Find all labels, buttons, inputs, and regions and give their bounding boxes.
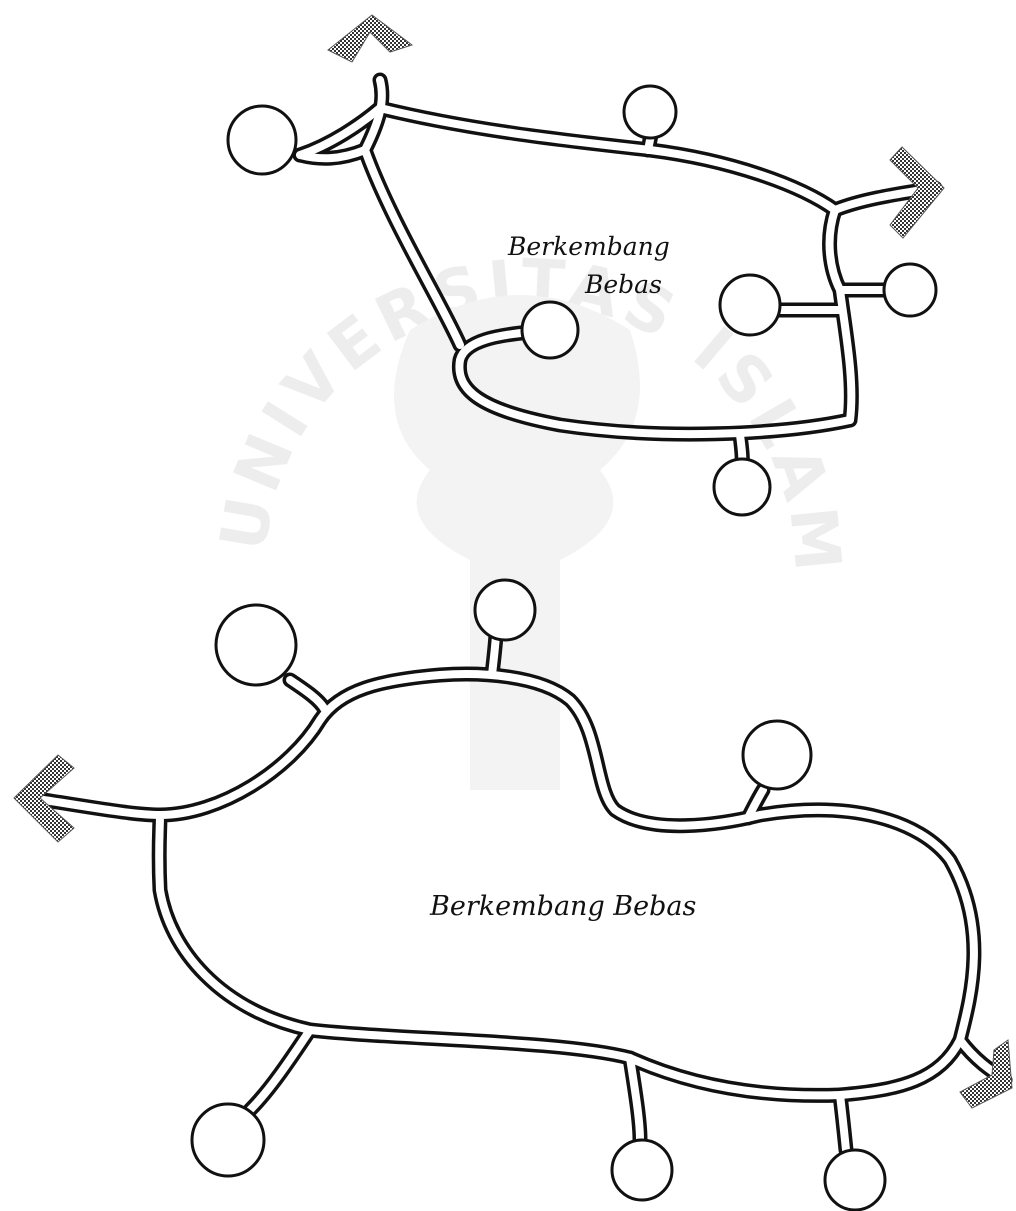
bottom-road-rendering — [22, 627, 1013, 1158]
top-cluster-node — [622, 84, 678, 140]
bottom-cluster-node — [610, 1138, 674, 1202]
top-cluster-node — [882, 262, 938, 318]
bottom-cluster-node — [823, 1148, 887, 1211]
bottom-settlement-diagram: Berkembang Bebas — [13, 578, 1013, 1211]
top-cluster-node — [718, 273, 782, 337]
top-road-fill — [296, 146, 369, 163]
top-road-fill — [455, 328, 854, 439]
top-label-line-2: Bebas — [584, 270, 662, 299]
top-arrow-east-icon — [889, 146, 945, 239]
top-road-fill — [296, 104, 384, 159]
bottom-cluster-node — [214, 603, 298, 687]
bottom-road-fill — [744, 786, 767, 822]
top-label-line-1: Berkembang — [507, 232, 670, 261]
top-road-fill — [376, 104, 839, 214]
bottom-road-fill — [836, 1091, 850, 1154]
bottom-cluster-node — [741, 719, 813, 791]
bottom-cluster-node — [190, 1102, 266, 1178]
bottom-label: Berkembang Bebas — [429, 891, 696, 922]
bottom-arrow-west-icon — [13, 754, 75, 843]
top-settlement-diagram: Berkembang Bebas — [226, 14, 945, 517]
bottom-road-fill — [286, 676, 329, 714]
top-cluster-node — [226, 104, 298, 176]
bottom-road-fill — [246, 1026, 314, 1114]
bottom-road-fill — [26, 670, 978, 1100]
top-cluster-node — [520, 300, 580, 360]
top-cluster-node — [712, 457, 772, 517]
bottom-cluster-node — [473, 578, 537, 642]
bottom-arrow-southeast-icon — [959, 1039, 1013, 1109]
bottom-road-fill — [488, 631, 500, 679]
watermark-emblem — [394, 295, 640, 790]
bottom-road-fill — [626, 1054, 644, 1144]
top-arrow-north-icon — [327, 14, 414, 63]
